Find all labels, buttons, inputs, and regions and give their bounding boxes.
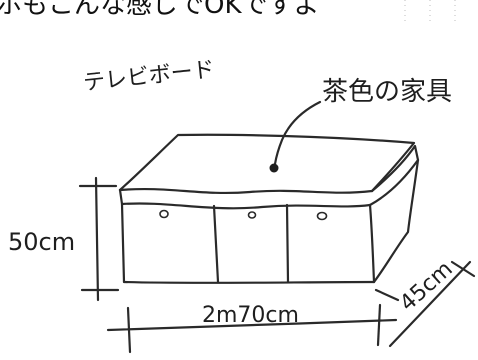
knob-left	[159, 209, 169, 219]
material-label: 茶色の家具	[322, 77, 452, 107]
width-dimension: 2m70cm	[106, 303, 398, 354]
board-band-edge	[120, 202, 372, 210]
board-front-top-edge	[118, 187, 374, 195]
board-right-front	[368, 203, 376, 284]
board-right-band	[368, 144, 420, 207]
door-divider-right	[285, 203, 290, 284]
depth-dimension: 45cm	[374, 257, 476, 348]
header-text: ホもこんな感じでOKですよ	[0, 0, 320, 20]
board-top-surface	[118, 133, 416, 193]
height-label: 50cm	[8, 228, 75, 256]
width-label: 2m70cm	[202, 303, 299, 328]
leader-dot	[269, 163, 279, 173]
knob-right	[316, 211, 328, 221]
paper-grid	[404, 0, 456, 24]
board-left-side	[118, 188, 126, 284]
tv-board	[118, 133, 420, 284]
item-name-label: テレビボード	[82, 57, 216, 96]
board-bottom-edge	[122, 280, 376, 284]
height-dimension: 50cm	[8, 176, 120, 302]
leader-line	[273, 100, 322, 166]
door-divider-left	[212, 204, 220, 284]
knob-center	[247, 211, 257, 219]
board-right-panel	[372, 158, 420, 284]
